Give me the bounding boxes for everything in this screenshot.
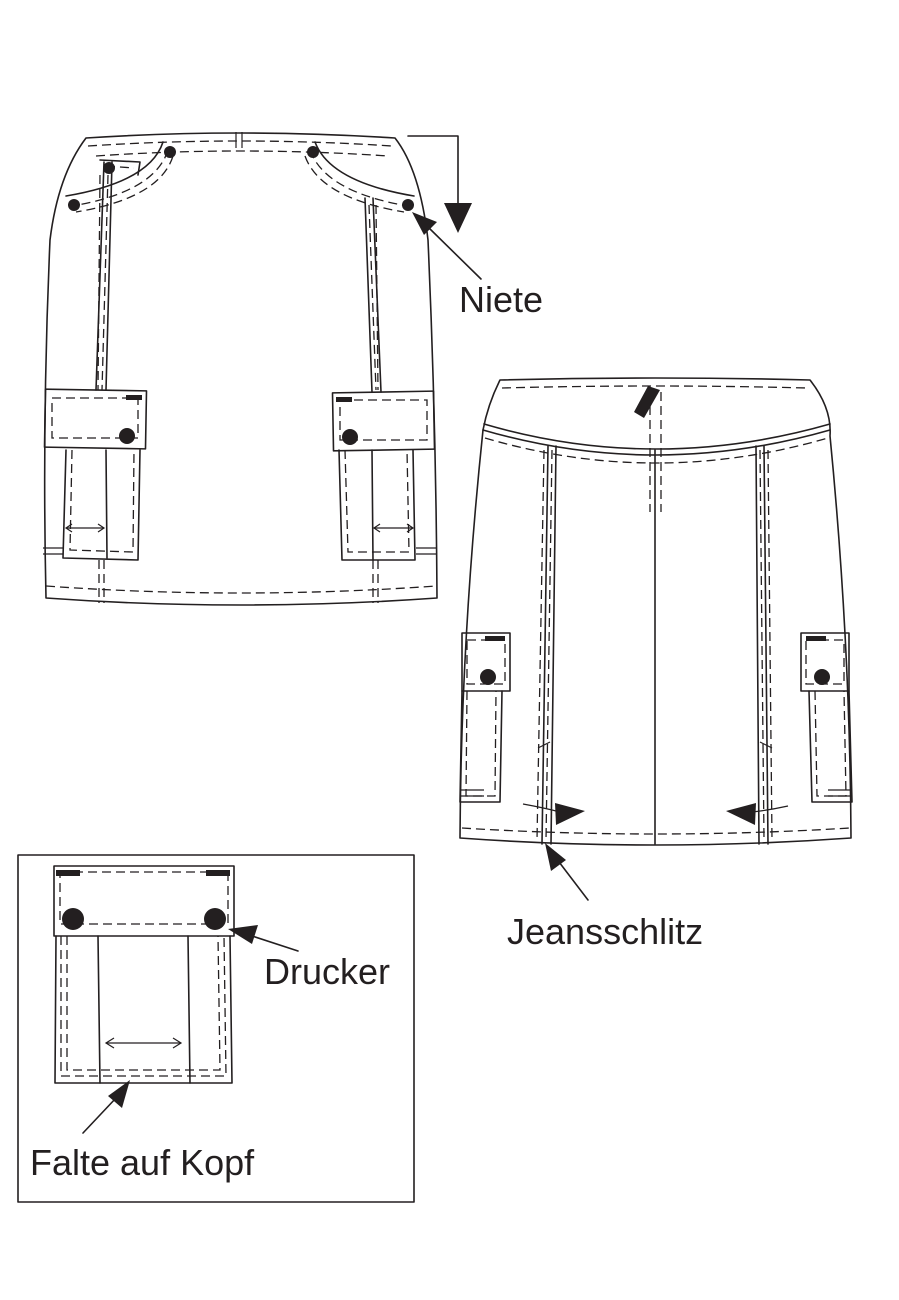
snap-label: Drucker (264, 951, 390, 992)
rivet-callout: Niete (412, 212, 543, 320)
box-pleat-callout: Falte auf Kopf (30, 1080, 255, 1183)
direction-arrow (407, 135, 472, 233)
rivet-label: Niete (459, 279, 543, 320)
rivet-dot (307, 146, 319, 158)
jeans-slit-label: Jeansschlitz (507, 911, 703, 952)
pocket-detail (17, 854, 415, 1203)
box-pleat-label: Falte auf Kopf (30, 1142, 255, 1183)
jeans-slit-callout: Jeansschlitz (507, 843, 703, 952)
front-skirt (43, 132, 438, 606)
rivet-dot (103, 162, 115, 174)
rivet-dot (402, 199, 414, 211)
snap-callout: Drucker (228, 925, 390, 992)
back-skirt (459, 377, 853, 846)
rivet-dot (164, 146, 176, 158)
detail-frame (17, 854, 415, 1203)
rivet-dot (68, 199, 80, 211)
zipper-pull (634, 386, 660, 418)
